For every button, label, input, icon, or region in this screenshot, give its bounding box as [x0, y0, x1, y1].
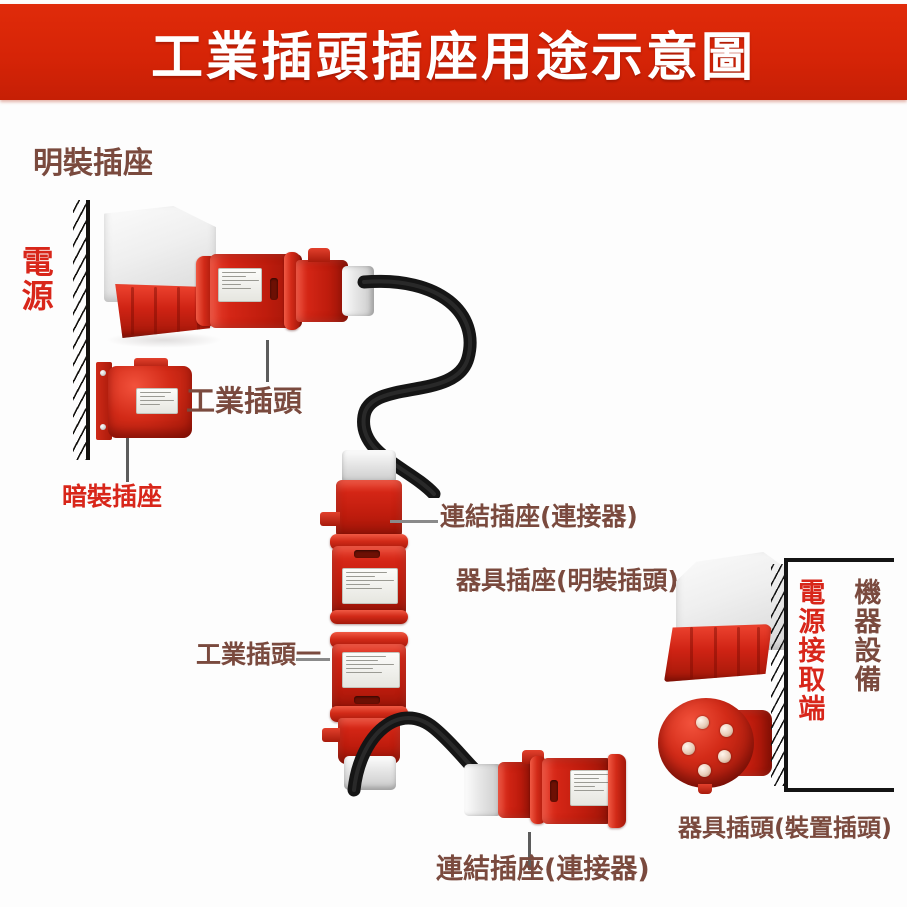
plug-key-tab	[308, 248, 330, 262]
face-rib	[176, 287, 180, 335]
plug-pin	[720, 724, 733, 737]
device-appliance-plug	[646, 692, 778, 804]
socket-face	[115, 284, 214, 338]
bracket-top-line	[784, 558, 894, 562]
label-connector-socket-bottom: 連結插座(連接器)	[436, 854, 650, 885]
leader-connector-socket-bottom	[528, 832, 531, 870]
connector-latch-slot	[354, 550, 380, 558]
flange-screw	[100, 424, 106, 430]
connector-key-wing	[320, 512, 340, 526]
connector-bottom-ring	[330, 610, 408, 624]
connector-bottom-gland	[464, 764, 502, 816]
connector-nameplate	[342, 568, 398, 604]
wall-hatching	[73, 200, 87, 460]
label-surface-socket: 明裝插座	[33, 146, 153, 181]
plug-mid-nameplate	[342, 652, 400, 688]
device-flush-socket	[96, 358, 206, 444]
leader-connector-socket-mid	[390, 520, 438, 523]
connector-bottom-taper	[498, 762, 534, 818]
plug-rear-barrel	[296, 260, 348, 322]
plug-mid-latch-slot	[354, 696, 380, 704]
appliance-socket-face	[664, 624, 772, 682]
leader-industrial-plug-top	[266, 340, 269, 382]
label-appliance-plug: 器具插頭(裝置插頭)	[678, 814, 892, 842]
device-appliance-socket	[654, 552, 794, 692]
title-banner: 工業插頭插座用途示意圖	[0, 4, 907, 100]
flange-screw	[100, 370, 106, 376]
drop-shadow	[106, 332, 222, 348]
page-title: 工業插頭插座用途示意圖	[150, 27, 756, 88]
device-center-stack	[318, 450, 426, 790]
bracket-bottom-line	[784, 788, 894, 792]
plug-pin	[682, 742, 695, 755]
device-surface-socket	[100, 206, 230, 348]
connector-top-gland	[342, 450, 396, 484]
wall-left-hatched	[73, 200, 104, 460]
face-rib	[756, 627, 760, 679]
plug-cable-gland	[342, 266, 374, 316]
connector-bottom-latch-slot	[550, 780, 558, 802]
label-power-tap-end: 電源接取端	[793, 578, 825, 723]
connector-bottom-collar	[608, 754, 626, 828]
plug-pin	[718, 750, 731, 763]
plug-front-ring	[196, 256, 214, 326]
label-flush-socket: 暗裝插座	[62, 482, 163, 511]
device-industrial-plug-top	[196, 246, 374, 338]
label-industrial-plug-mid: 工業插頭一	[196, 640, 322, 669]
label-power-source: 電源	[16, 245, 55, 313]
connector-upper-barrel	[336, 480, 402, 538]
face-rib	[713, 627, 717, 679]
device-connector-bottom	[464, 748, 640, 834]
plug-pin	[698, 764, 711, 777]
face-rib	[153, 287, 157, 335]
label-connector-socket-mid: 連結插座(連接器)	[440, 502, 638, 531]
leader-industrial-plug-mid	[296, 658, 330, 661]
socket-nameplate	[136, 388, 178, 414]
plug-latch-slot	[270, 278, 278, 300]
face-rib	[689, 627, 693, 679]
plug-nameplate	[218, 268, 262, 302]
label-industrial-plug-top: 工業插頭	[186, 384, 303, 418]
appliance-plug-nib	[698, 784, 712, 794]
appliance-plug-pinface	[658, 698, 754, 788]
leader-flush-socket	[126, 438, 129, 482]
equipment-bracket	[771, 558, 894, 792]
bracket-hatching	[771, 564, 784, 786]
plug-mid-key-wing	[322, 728, 340, 742]
label-machine-equipment: 機器設備	[849, 578, 881, 694]
face-rib	[737, 627, 741, 679]
wall-line	[86, 200, 90, 460]
plug-pin	[696, 716, 709, 729]
plug-mid-bottom-gland	[344, 756, 396, 790]
bracket-vertical-line	[784, 558, 788, 792]
face-rib	[130, 287, 134, 335]
label-appliance-socket: 器具插座(明裝插頭)	[456, 566, 679, 595]
